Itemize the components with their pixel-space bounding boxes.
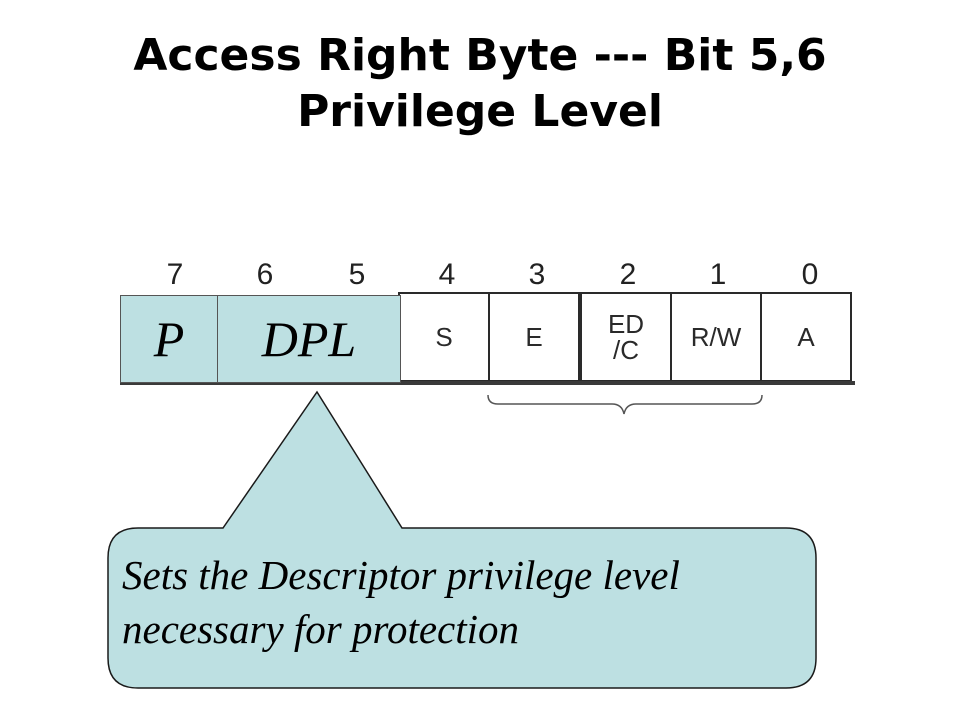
register-baseline [120,381,855,385]
field-s-label: S [435,322,453,352]
title-line-1: Access Right Byte --- Bit 5,6 [133,30,827,81]
bit-number-4: 4 [438,258,456,291]
field-e: E [488,292,580,382]
field-a: A [760,292,852,382]
overlay-dpl: DPL [217,295,401,383]
field-e-label: E [525,322,543,352]
field-edc-label-1: ED [607,309,645,339]
overlay-dpl-label: DPL [261,311,357,367]
field-a-label: A [797,322,815,352]
callout-line-1: Sets the Descriptor privilege level [122,552,680,598]
bit-number-1: 1 [709,258,727,291]
bit-number-6: 6 [256,258,274,291]
overlay-p: P [120,295,218,383]
callout-text: Sets the Descriptor privilege level nece… [122,548,802,656]
field-rw-label: R/W [690,322,742,352]
title-line-2: Privilege Level [297,86,663,137]
field-rw: R/W [670,292,762,382]
bit-number-7: 7 [166,258,184,291]
page-title: Access Right Byte --- Bit 5,6 Privilege … [0,28,960,140]
field-edc-label-2: /C [613,335,639,365]
overlay-p-label: P [153,311,185,367]
bit-number-3: 3 [528,258,546,291]
bit-number-2: 2 [619,258,637,291]
callout-line-2: necessary for protection [122,606,520,652]
bit-number-5: 5 [348,258,366,291]
field-edc: ED /C [580,292,672,382]
bit-number-0: 0 [801,258,819,291]
